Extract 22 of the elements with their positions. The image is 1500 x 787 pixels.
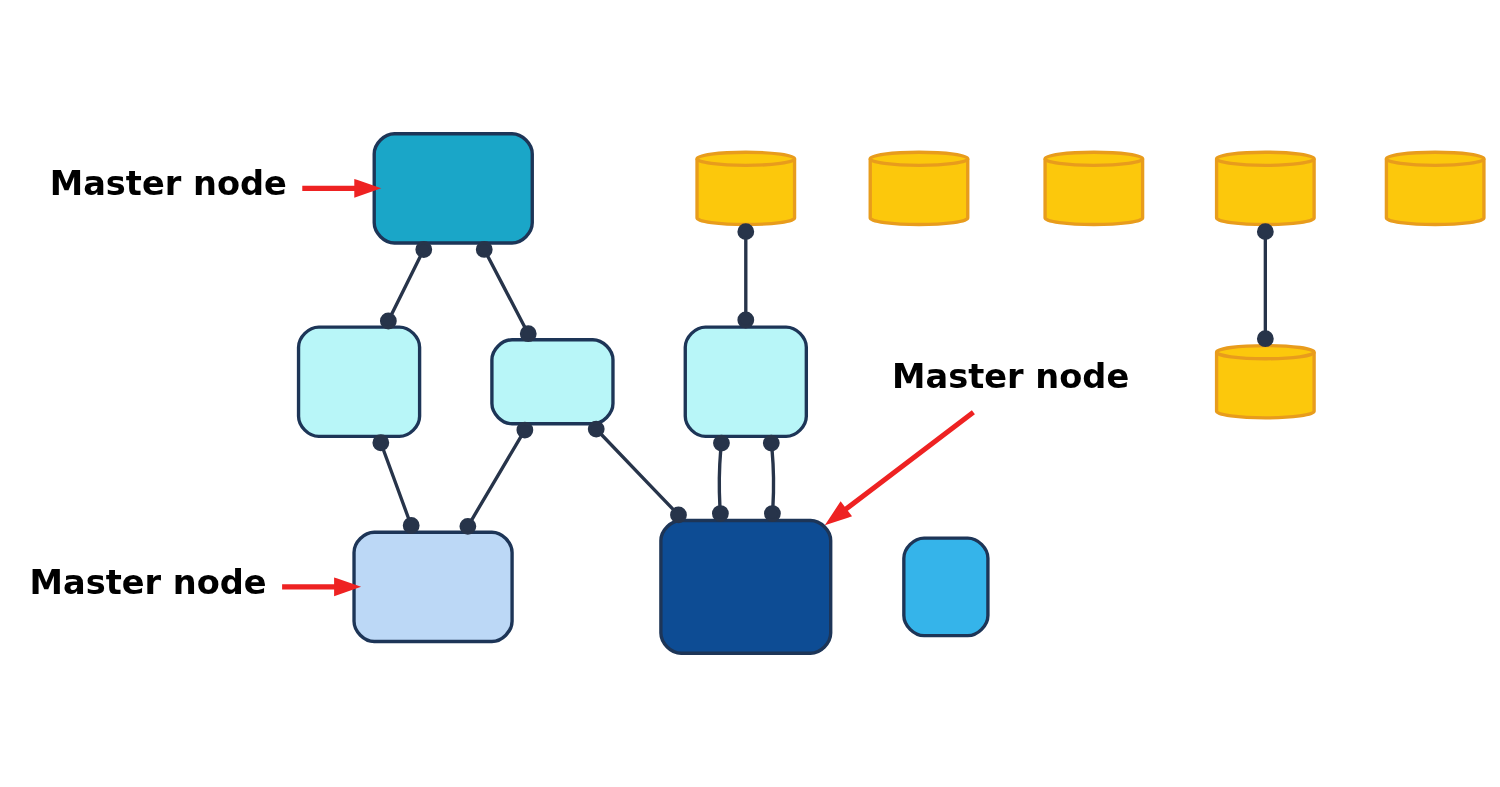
node-text: Master node <box>29 562 267 602</box>
arrow <box>302 178 382 198</box>
node-box <box>296 325 422 439</box>
connector <box>712 434 730 522</box>
arrow <box>824 410 975 526</box>
node-box <box>352 530 514 644</box>
node-text: Master node <box>49 164 287 204</box>
connector <box>737 223 755 329</box>
connector <box>1256 223 1274 348</box>
arrow <box>282 577 362 597</box>
node-box <box>490 338 615 426</box>
connector <box>587 420 687 524</box>
connector <box>459 421 534 535</box>
node-box <box>372 132 534 245</box>
connector <box>379 241 433 330</box>
node-box <box>659 518 833 655</box>
connector <box>762 434 781 522</box>
connector <box>475 241 537 343</box>
node-text: Master node <box>892 357 1130 397</box>
node-box <box>902 536 990 638</box>
node-box <box>683 325 808 439</box>
connector <box>372 434 420 534</box>
